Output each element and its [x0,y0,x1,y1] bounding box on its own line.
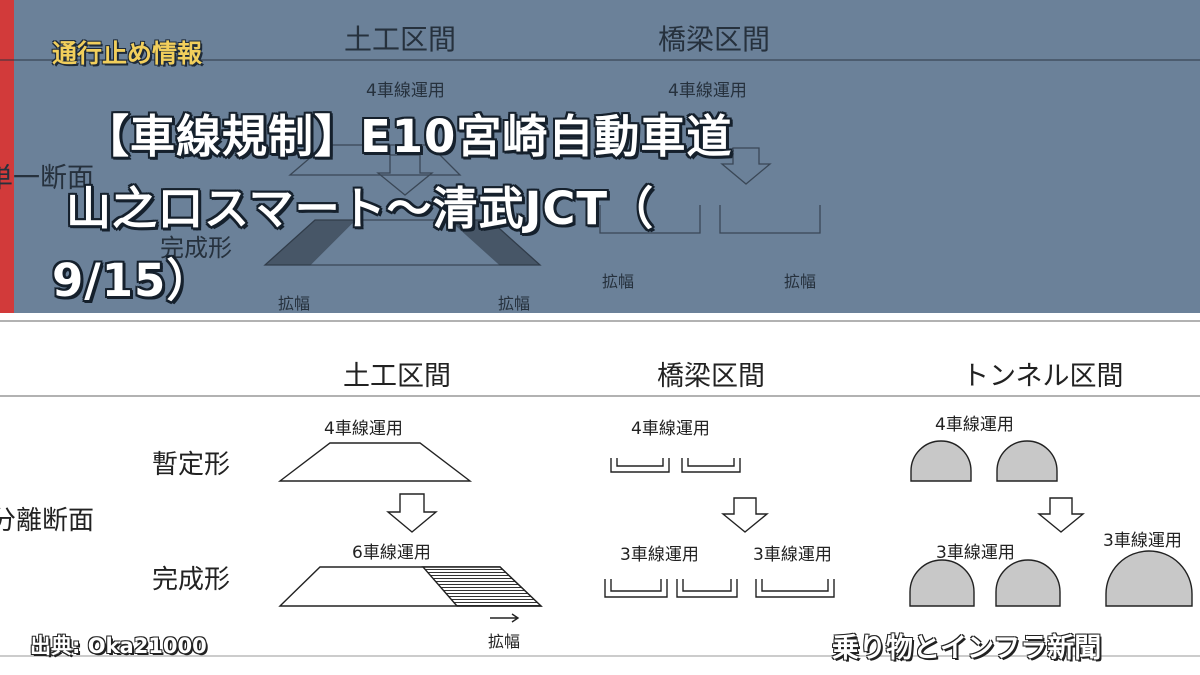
row-label-provisional: 暫定形 [152,450,231,480]
bg-bridge-shape-left [599,205,701,234]
publisher-credit: 乗り物とインフラ新聞 [832,633,1102,664]
news-banner: 土工区間 橋梁区間 4車線運用 4車線運用 単一断面 完成形 拡幅 拡幅 拡幅 … [0,0,1200,313]
bridge-completed-left-a [604,579,668,598]
bg-lane-label-bridge: 4車線運用 [668,81,747,101]
bg-widening-label: 拡幅 [498,294,531,313]
bridge-completed-label-left: 3車線運用 [620,545,699,565]
tunnel-completed-large [1105,550,1193,607]
headline-line-2: 山之口スマート～清武JCT（ [66,182,655,235]
bridge-completed-label-right: 3車線運用 [753,545,832,565]
headline-line-3: 9/15） [52,254,213,307]
section-header-tunnel: トンネル区間 [962,361,1124,392]
bridge-completed-right [755,579,835,598]
background-diagram [0,59,1200,266]
accent-strip [0,0,14,313]
tunnel-provisional-label: 4車線運用 [935,415,1014,435]
bridge-provisional-right [681,458,741,473]
bridge-provisional-label: 4車線運用 [631,419,710,439]
down-arrow-icon [1037,497,1085,533]
widening-hatched-area [421,566,543,607]
bg-down-arrow-bridge [720,147,772,185]
bg-row-label-single-section: 単一断面 [0,163,94,194]
row-group-label: 分離断面 [0,506,95,536]
earthwork-completed-label: 6車線運用 [352,543,431,563]
diagram-graphics [0,320,1200,657]
bridge-completed-left-b [676,579,738,598]
bg-hatched-widening-left [263,219,357,266]
earthwork-provisional-label: 4車線運用 [324,419,403,439]
bg-widening-label: 拡幅 [602,272,635,291]
bg-lane-label-earthwork: 4車線運用 [366,81,445,101]
bg-hatched-widening-right [448,219,542,266]
tunnel-completed-left [909,559,975,607]
down-arrow-icon [386,493,438,533]
row-label-completed: 完成形 [152,565,231,595]
bridge-provisional-left [610,458,670,473]
tunnel-completed-label-right: 3車線運用 [1103,531,1182,551]
tunnel-completed-label-left: 3車線運用 [936,543,1015,563]
section-header-earthwork: 土工区間 [343,361,451,392]
headline-line-1: 【車線規制】E10宮崎自動車道 [84,110,733,163]
category-label: 通行止め情報 [52,39,203,68]
earthwork-provisional-shape [277,442,473,482]
tunnel-completed-middle [995,559,1061,607]
bg-down-arrow [376,154,434,196]
tunnel-provisional-right [996,440,1058,482]
section-header-bridge: 橋梁区間 [657,361,765,392]
bg-widening-label: 拡幅 [278,294,311,313]
bg-section-label-earthwork: 土工区間 [344,23,457,56]
bg-earthwork-provisional-shape [288,144,462,176]
bg-bridge-shape-right [719,205,821,234]
tunnel-provisional-left [910,440,972,482]
bg-section-label-bridge: 橋梁区間 [658,23,771,56]
widening-arrow-icon [490,613,520,623]
bg-row-label-completed: 完成形 [160,234,232,262]
widening-label: 拡幅 [488,632,521,651]
down-arrow-icon [721,497,769,533]
source-credit: 出典: Oka21000 [30,634,207,658]
bg-widening-label: 拡幅 [784,272,817,291]
